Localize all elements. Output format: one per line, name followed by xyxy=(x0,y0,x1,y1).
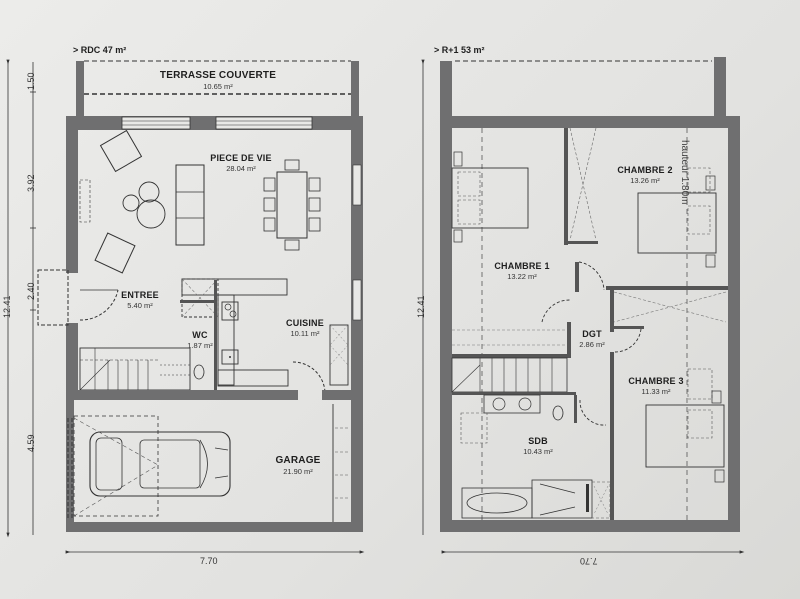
dim-total-height-r1: 12.41 xyxy=(416,295,426,318)
room-name: ENTREE xyxy=(121,290,159,300)
room-cuisine: CUISINE 10.11 m² xyxy=(270,318,340,338)
room-name: CUISINE xyxy=(286,318,324,328)
room-chambre-1: CHAMBRE 1 13.22 m² xyxy=(482,261,562,281)
room-wc: WC 1.87 m² xyxy=(182,330,218,350)
dim-width-rdc: 7.70 xyxy=(200,556,218,566)
room-name: CHAMBRE 1 xyxy=(494,261,550,271)
room-name: TERRASSE COUVERTE xyxy=(159,70,277,81)
upper-floor-title: > R+1 53 m² xyxy=(434,45,485,55)
room-area: 13.26 m² xyxy=(630,176,660,185)
room-garage: GARAGE 21.90 m² xyxy=(263,455,333,476)
room-area: 2.86 m² xyxy=(579,340,605,349)
room-name: PIECE DE VIE xyxy=(210,153,272,163)
room-area: 1.87 m² xyxy=(187,341,213,350)
dim-terrace-depth: 1.50 xyxy=(26,72,36,90)
room-chambre-3: CHAMBRE 3 11.33 m² xyxy=(616,376,696,396)
room-area: 10.11 m² xyxy=(290,329,320,338)
ground-floor-title: > RDC 47 m² xyxy=(73,45,127,55)
dim-total-height-rdc: 12.41 xyxy=(2,295,12,318)
room-area: 10.65 m² xyxy=(203,82,233,91)
room-name: SDB xyxy=(528,436,548,446)
room-area: 21.90 m² xyxy=(283,467,313,476)
dim-garage-depth: 4.59 xyxy=(26,434,36,452)
ceiling-height-annotation: hauteur 1.80m xyxy=(679,140,690,205)
room-name: WC xyxy=(192,330,208,340)
room-area: 28.04 m² xyxy=(226,164,256,173)
upper-floor-plan xyxy=(421,57,745,554)
dim-width-r1: 7.70 xyxy=(580,556,598,566)
room-name: GARAGE xyxy=(275,455,321,466)
room-name: CHAMBRE 3 xyxy=(628,376,684,386)
room-piece-de-vie: PIECE DE VIE 28.04 m² xyxy=(196,153,286,173)
dim-living-depth: 3.92 xyxy=(26,174,36,192)
room-entree: ENTREE 5.40 m² xyxy=(110,290,170,310)
room-dgt: DGT 2.86 m² xyxy=(570,329,614,349)
room-terrasse-couverte: TERRASSE COUVERTE 10.65 m² xyxy=(158,70,278,91)
room-sdb: SDB 10.43 m² xyxy=(508,436,568,456)
room-chambre-2: CHAMBRE 2 13.26 m² xyxy=(605,165,685,185)
room-area: 11.33 m² xyxy=(641,387,671,396)
room-name: CHAMBRE 2 xyxy=(617,165,673,175)
room-name: DGT xyxy=(582,329,602,339)
room-area: 13.22 m² xyxy=(507,272,537,281)
ground-floor-plan xyxy=(6,59,365,554)
room-area: 10.43 m² xyxy=(523,447,553,456)
room-area: 5.40 m² xyxy=(127,301,153,310)
dim-entry-depth: 2.40 xyxy=(26,282,36,300)
